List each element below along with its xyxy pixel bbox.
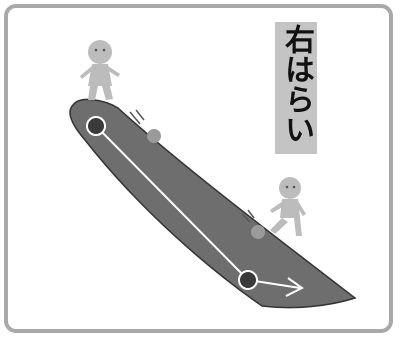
stroke-start-point [87, 117, 105, 135]
child-figure-bottom [270, 177, 306, 236]
title-label-box: 右はらい [275, 22, 317, 154]
stroke-end-point [239, 271, 257, 289]
ball-bottom [251, 225, 265, 239]
ball-top [147, 129, 161, 143]
title-label: 右はらい [276, 22, 316, 144]
child-figure-top [80, 40, 120, 100]
